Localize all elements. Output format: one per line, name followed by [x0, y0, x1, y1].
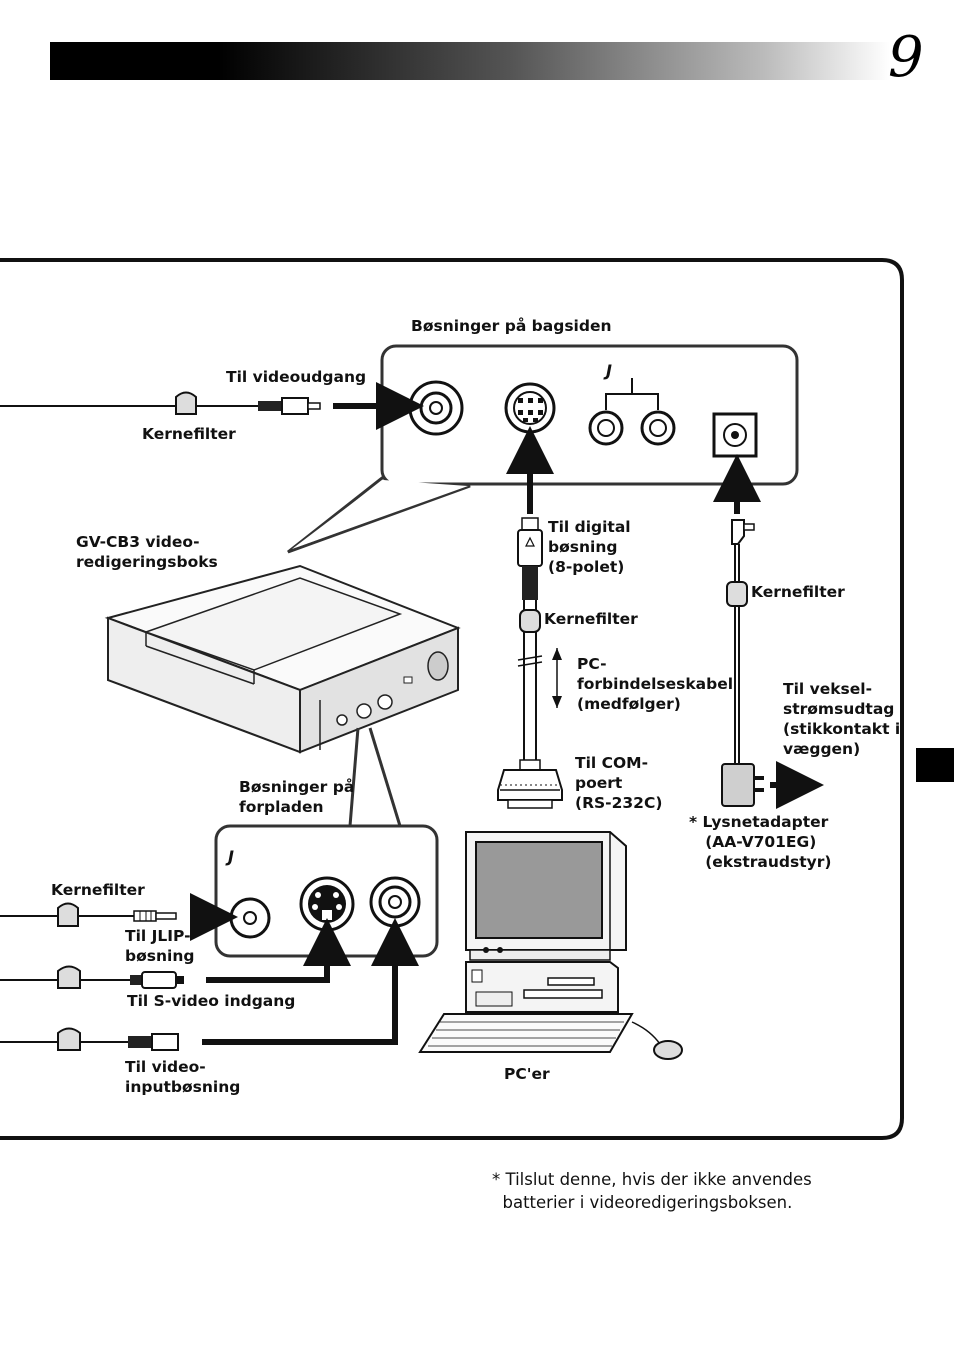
label-to-ac: Til veksel- strømsudtag (stikkontakt i v… [783, 680, 901, 758]
ac-adapter-cable [713, 454, 824, 809]
page-number: 9 [888, 25, 924, 90]
label-to-svideo: Til S-video indgang [127, 992, 296, 1010]
label-to-com: Til COM- poert (RS-232C) [575, 754, 663, 812]
label-to-jlip: Til JLIP- bøsning [125, 927, 195, 965]
svideo-cable [0, 918, 351, 989]
label-to-digital: Til digital bøsning (8-polet) [548, 518, 631, 576]
label-core-filter-right: Kernefilter [751, 583, 845, 601]
jlip-mark-rear: J [603, 361, 612, 380]
label-to-video-in: Til video- inputbøsning [125, 1058, 241, 1096]
jlip-mark-front: J [225, 847, 234, 866]
video-out-cable [0, 382, 424, 430]
section-tab [916, 748, 954, 782]
pc-connection-cable [497, 426, 563, 809]
front-panel [214, 727, 439, 958]
pc-computer [418, 831, 683, 1060]
label-core-filter-left: Kernefilter [51, 881, 145, 899]
label-rear-jacks: Bøsninger på bagsiden [411, 317, 612, 335]
footnote: * Tilslut denne, hvis der ikke anvendes … [492, 1170, 812, 1212]
label-pc: PC'er [504, 1065, 550, 1083]
label-editing-box: GV-CB3 video- redigeringsboks [76, 533, 218, 571]
label-pc-cable: PC- forbindelseskabel (medfølger) [577, 655, 734, 713]
label-core-filter-top: Kernefilter [142, 425, 236, 443]
label-adapter: * Lysnetadapter (AA-V701EG) (ekstraudsty… [689, 813, 832, 871]
video-in-cable [0, 918, 419, 1051]
jlip-cable [0, 893, 238, 941]
label-core-filter-mid: Kernefilter [544, 610, 638, 628]
diagram-frame [0, 258, 904, 1140]
editing-box-device [104, 564, 461, 754]
header-bar [50, 42, 890, 80]
label-to-video-out: Til videoudgang [226, 368, 367, 386]
label-front-jacks: Bøsninger på forpladen [239, 778, 355, 816]
